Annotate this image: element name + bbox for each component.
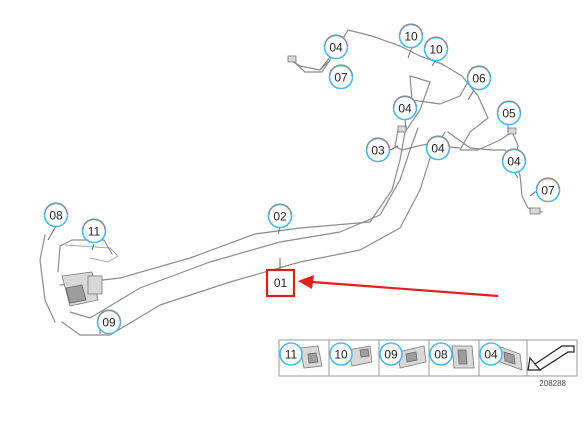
legend-label: 10 [334,348,348,362]
highlighted-part-callout[interactable]: 01 [265,268,296,298]
abs-hydraulic-unit [57,239,113,307]
brake-pipes [39,29,543,336]
legend-ring [479,342,503,366]
callout-shadow [467,65,491,78]
callout-label: 04 [431,142,445,156]
corner-arrow-icon [527,345,575,371]
callout-c-10-a[interactable]: 10 [398,23,424,49]
legend-ring [429,342,453,366]
legend-item-04[interactable]: 04 [479,342,503,366]
highlight-box [265,268,296,298]
callout-label: 09 [102,316,116,330]
callout-shadow [366,137,390,150]
callout-shadow [82,218,106,231]
callout-shadow [426,135,450,148]
highlighted-part-label: 01 [274,276,288,290]
callouts: 04 07 10 10 06 04 05 03 04 04 07 08 11 02 09 [43,23,561,335]
legend-item-11[interactable]: 11 [279,342,303,366]
callout-shadow [497,100,521,113]
callout-label: 04 [329,41,343,55]
legend-ring [379,342,403,366]
callout-label: 04 [398,102,412,116]
callout-label: 10 [429,43,443,57]
callout-shadow [329,64,353,77]
callout-c-03[interactable]: 03 [365,137,391,163]
legend-item-08[interactable]: 08 [429,342,453,366]
callout-c-02[interactable]: 02 [267,203,293,229]
pipe-fittings [287,55,541,215]
callout-shadow [502,148,526,161]
callout-c-04-c[interactable]: 04 [425,135,451,161]
callout-label: 11 [88,225,101,239]
callout-c-07-a[interactable]: 07 [328,64,354,90]
callout-c-08[interactable]: 08 [43,202,69,228]
legend-label: 04 [484,348,498,362]
callout-c-09[interactable]: 09 [96,309,122,335]
callout-label: 10 [404,30,418,44]
callout-shadow [97,309,121,322]
callout-label: 07 [334,71,348,85]
callout-c-04-d[interactable]: 04 [501,148,527,174]
callout-c-04-a[interactable]: 04 [323,34,349,60]
callout-shadow [399,23,423,36]
callout-c-07-b[interactable]: 07 [535,177,561,203]
parts-legend: 11 10 09 08 04 [278,339,578,377]
callout-c-05[interactable]: 05 [496,100,522,126]
legend-label: 09 [384,348,398,362]
callout-label: 08 [49,209,63,223]
callout-label: 03 [371,144,385,158]
legend-item-09[interactable]: 09 [379,342,403,366]
legend-ring [329,342,353,366]
callout-label: 06 [472,72,486,86]
callout-c-10-b[interactable]: 10 [423,36,449,62]
callout-label: 07 [541,184,555,198]
callout-c-11[interactable]: 11 [81,218,107,244]
legend-ring [279,342,303,366]
callout-label: 05 [502,107,516,121]
callout-shadow [393,95,417,108]
callout-shadow [324,34,348,47]
callout-shadow [268,203,292,216]
callout-label: 04 [507,155,521,169]
legend-label: 08 [434,348,448,362]
callout-shadow [424,36,448,49]
callout-label: 02 [273,210,287,224]
legend-label: 11 [285,348,298,362]
pointer-arrow [298,275,499,298]
callout-shadow [44,202,68,215]
callout-c-06[interactable]: 06 [466,65,492,91]
callout-c-04-b[interactable]: 04 [392,95,418,121]
callout-shadow [536,177,560,190]
image-number: 208288 [539,379,566,388]
legend-item-10[interactable]: 10 [329,342,353,366]
